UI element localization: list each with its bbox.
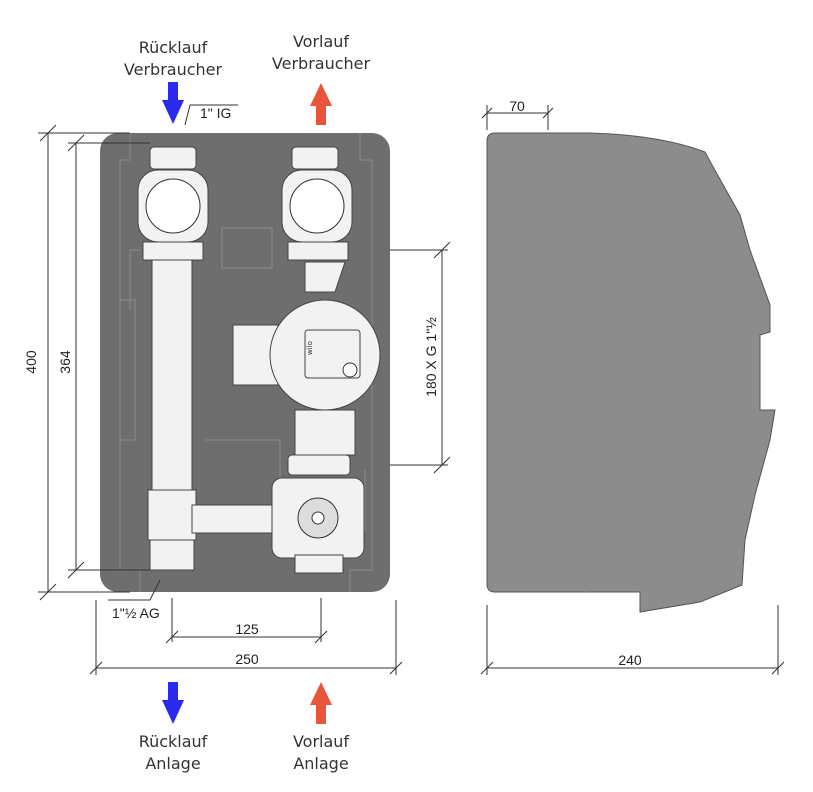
arrow-down-blue-icon [162,682,184,724]
label-line: Rücklauf [139,38,208,57]
dimension-bottom-connection: 1"½ AG [112,605,160,621]
dimension-cover-depth: 70 [509,98,525,114]
dimension-height-total: 400 [23,350,39,374]
label-line: Anlage [293,754,348,773]
label-line: Vorlauf [293,32,349,51]
label-return-consumer: Rücklauf Verbraucher [124,38,223,79]
front-view: wilo [100,133,390,592]
dimension-pump-length: 180 X G 1"½ [423,317,439,397]
label-line: Verbraucher [272,54,371,73]
label-line: Rücklauf [139,732,208,751]
arrow-down-blue-icon [162,82,184,124]
dimension-depth-total: 240 [618,652,642,668]
dimension-top-connection: 1" IG [200,105,231,121]
arrow-up-red-icon [310,83,332,125]
dimension-height-inner: 364 [57,350,73,374]
dimension-pipe-spacing: 125 [235,621,259,637]
label-line: Anlage [145,754,200,773]
arrow-up-red-icon [310,682,332,724]
label-return-system: Rücklauf Anlage [139,732,208,773]
label-line: Verbraucher [124,60,223,79]
pump-brand-logo: wilo [306,341,314,355]
label-supply-consumer: Vorlauf Verbraucher [272,32,371,73]
label-line: Vorlauf [293,732,349,751]
side-view [486,132,776,613]
dimension-width-total: 250 [235,651,259,667]
label-supply-system: Vorlauf Anlage [293,732,349,773]
